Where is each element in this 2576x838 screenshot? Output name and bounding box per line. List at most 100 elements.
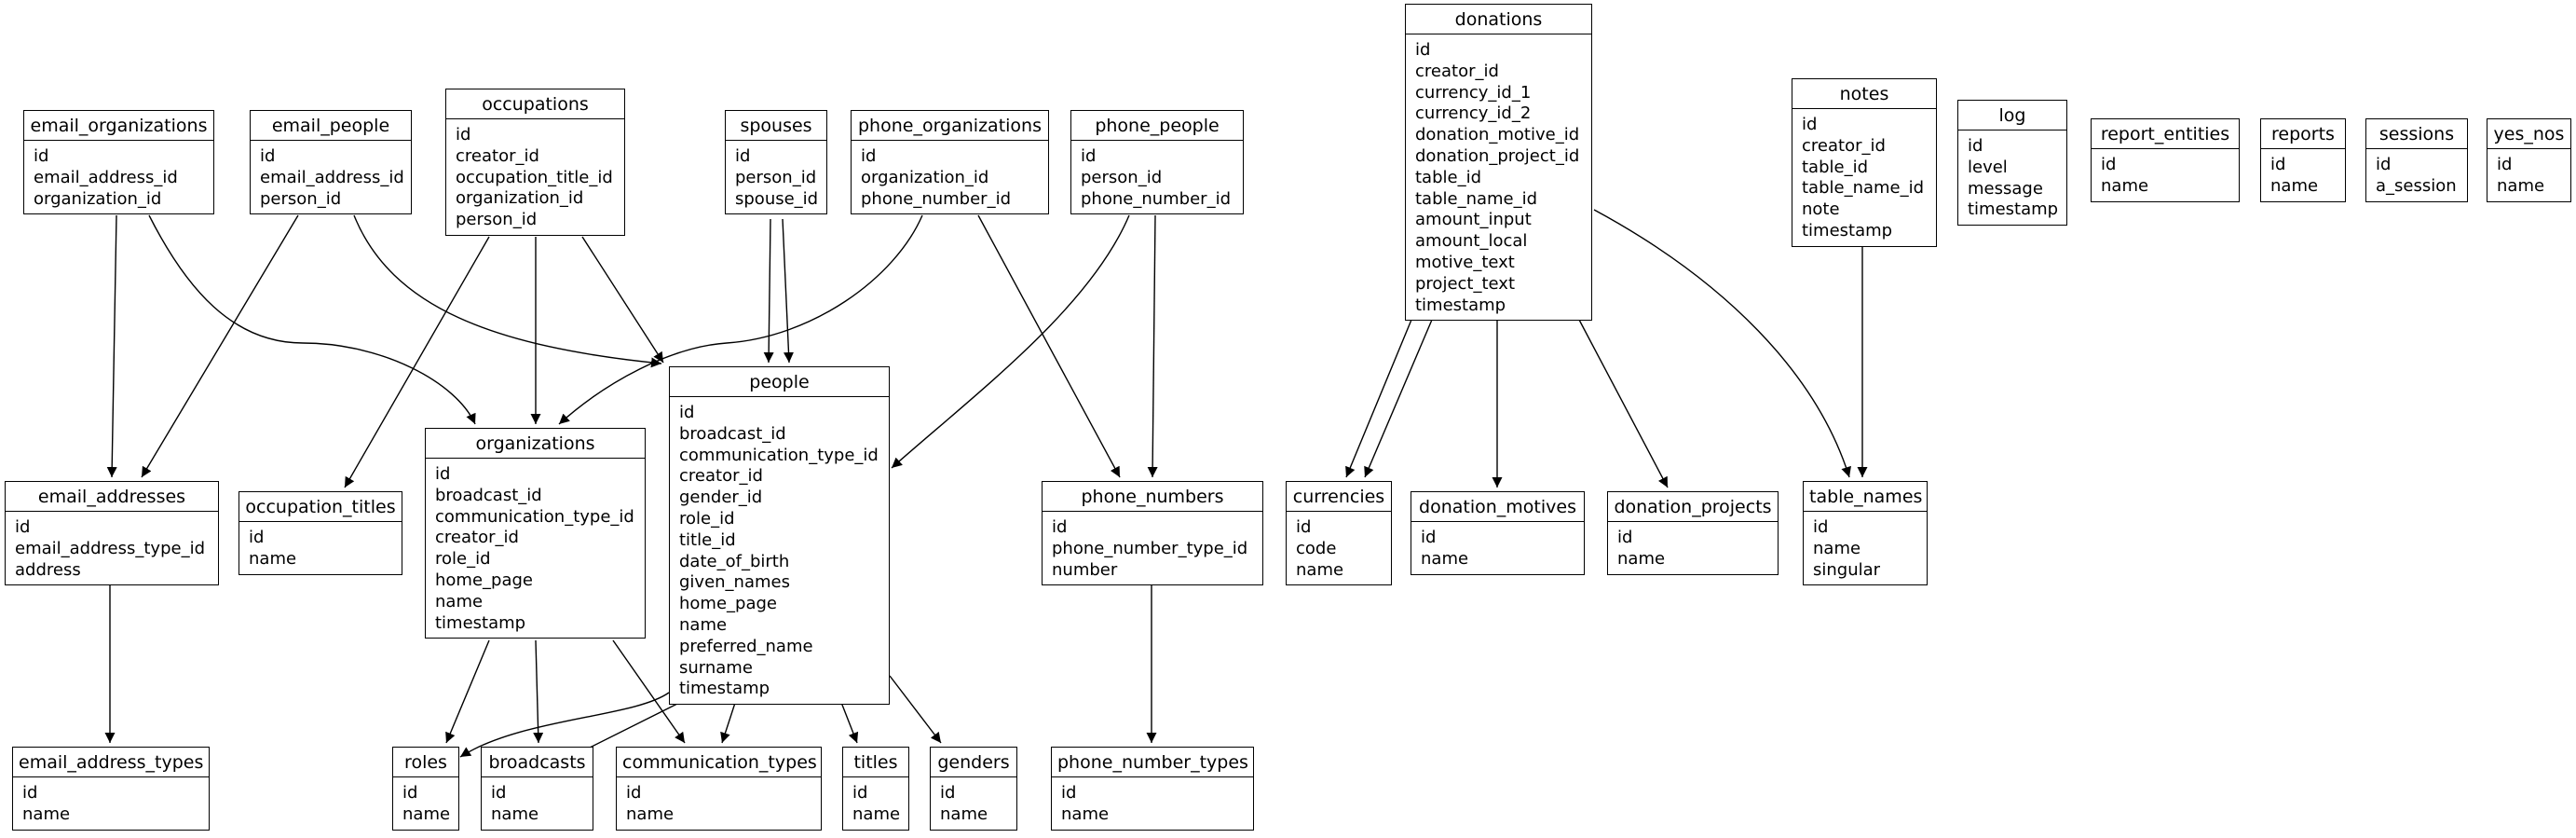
relationship-spouses-to-people <box>782 218 794 364</box>
entity-field: broadcast_id <box>435 485 542 505</box>
entity-field: role_id <box>435 549 491 570</box>
entity-field: communication_type_id <box>679 445 879 465</box>
relationship-organizations-to-roles <box>445 639 490 744</box>
entity-field: id <box>1415 40 1431 60</box>
entity-field: title_id <box>679 529 736 550</box>
entity-field: id <box>491 783 507 803</box>
relationship-email-people-to-people <box>353 214 662 368</box>
entity-field: id <box>2270 155 2286 174</box>
entity-field: message <box>1968 178 2043 199</box>
entity-title: email_address_types <box>13 748 209 777</box>
entity-field: email_address_id <box>260 167 404 187</box>
relationship-email-organizations-to-organizations <box>148 214 476 425</box>
entity-field: name <box>2497 175 2545 196</box>
entity-field: address <box>15 559 81 580</box>
relationship-occupations-to-occupation-titles <box>344 236 490 488</box>
entity-field: creator_id <box>1802 135 1886 156</box>
entity-title: roles <box>393 748 458 777</box>
entity-field: id <box>1617 528 1633 547</box>
entity-field: id <box>249 528 265 547</box>
entity-field: id <box>626 783 642 803</box>
entity-field: organization_id <box>456 188 584 209</box>
entity-field: name <box>402 804 451 824</box>
entity-field: amount_local <box>1415 231 1528 252</box>
entity-title: phone_numbers <box>1043 482 1262 512</box>
entity-field: phone_number_id <box>1081 188 1232 209</box>
entity-field: role_id <box>679 508 735 529</box>
entity-field: id <box>1061 783 1077 803</box>
entity-field: name <box>1061 804 1110 824</box>
relationship-donations-to-table-names <box>1593 209 1851 478</box>
entity-field: person_id <box>456 210 538 230</box>
entity-field: id <box>435 464 451 484</box>
entity-field: name <box>679 614 728 635</box>
entity-field: table_name_id <box>1802 178 1925 199</box>
relationship-email-organizations-to-email-addresses <box>106 214 117 478</box>
entity-title: log <box>1958 101 2066 131</box>
entity-field: name <box>852 804 901 824</box>
entity-field: home_page <box>435 570 533 590</box>
entity-title: donations <box>1406 5 1591 34</box>
entity-field: number <box>1052 559 1118 580</box>
entity-field: email_address_id <box>34 167 178 187</box>
entity-field: singular <box>1813 559 1881 580</box>
entity-field: id <box>735 146 751 166</box>
relationship-organizations-to-communication-types <box>612 639 686 744</box>
entity-field: name <box>1296 559 1344 580</box>
entity-field: id <box>1081 146 1097 166</box>
entity-title: table_names <box>1804 482 1927 512</box>
entity-title: spouses <box>726 111 826 141</box>
relationship-organizations-to-broadcasts <box>533 639 544 744</box>
entity-field: id <box>260 146 276 166</box>
entity-field: name <box>940 804 988 824</box>
entity-field: phone_number_type_id <box>1052 538 1248 558</box>
relationship-people-to-communication-types <box>720 699 737 744</box>
entity-field: currency_id_1 <box>1415 82 1532 103</box>
entity-field: id <box>34 146 49 166</box>
entity-field: id <box>1968 136 1983 156</box>
entity-field: surname <box>679 657 753 678</box>
entity-title: communication_types <box>617 748 821 777</box>
relationship-email-people-to-email-addresses <box>141 214 299 478</box>
entity-title: reports <box>2261 119 2345 149</box>
entity-title: organizations <box>426 429 645 459</box>
entity-field: id <box>2101 155 2117 174</box>
entity-field: timestamp <box>679 679 770 699</box>
entity-field: person_id <box>1081 167 1163 187</box>
entity-title: occupations <box>446 89 624 119</box>
entity-title: phone_people <box>1071 111 1243 141</box>
entity-field: name <box>2270 175 2319 196</box>
entity-field: id <box>1052 517 1068 537</box>
entity-title: sessions <box>2366 119 2467 149</box>
entity-field: id <box>852 783 868 803</box>
entity-title: broadcasts <box>482 748 593 777</box>
entity-field: name <box>2101 175 2149 196</box>
entity-field: name <box>491 804 539 824</box>
